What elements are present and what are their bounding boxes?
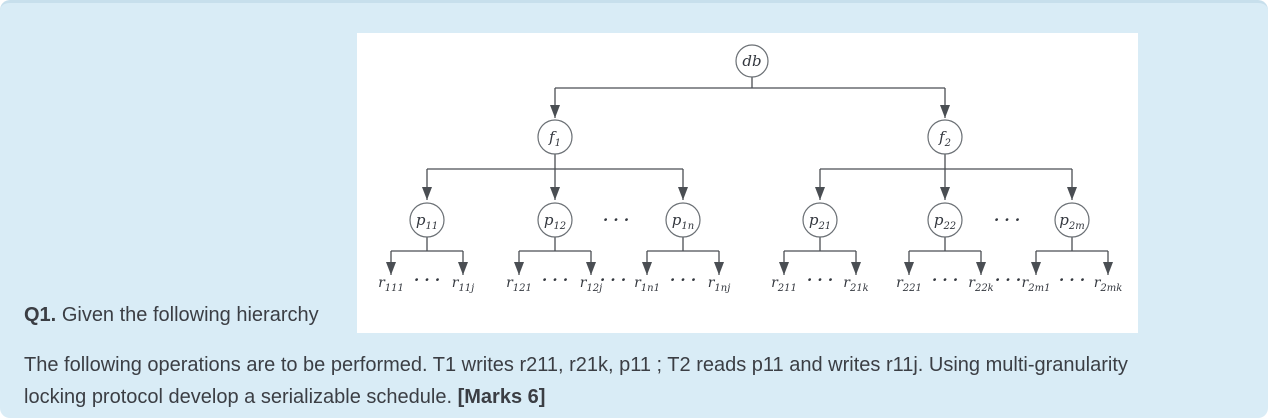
leaf-record-label: r2m1 xyxy=(1022,275,1051,294)
question-number: Q1. xyxy=(24,304,57,326)
leaf-record-label: r121 xyxy=(506,275,532,294)
leaf-record-label: r221 xyxy=(896,275,922,294)
leaf-record-label: r21k xyxy=(843,275,869,294)
leaf-record-label: r1n1 xyxy=(634,275,660,294)
leaf-record-label: r11j xyxy=(452,275,475,294)
leaf-ellipsis: · · · xyxy=(1059,271,1085,289)
leaf-record-label: r22k xyxy=(968,275,994,294)
leaf-record-label: r111 xyxy=(378,275,404,294)
leaf-record-label: r2mk xyxy=(1094,275,1123,294)
question-intro-text: Given the following hierarchy xyxy=(61,304,319,326)
leaf-ellipsis: · · · xyxy=(414,271,440,289)
node-level-ellipsis: · · · xyxy=(603,211,629,229)
leaf-record-label: r211 xyxy=(771,275,797,294)
leaf-ellipsis: · · · xyxy=(932,271,958,289)
leaf-group-ellipsis: · · · xyxy=(995,271,1021,289)
tree-node-label-db: db xyxy=(742,52,761,70)
leaf-ellipsis: · · · xyxy=(542,271,568,289)
question-body-line2-text: locking protocol develop a serializable … xyxy=(24,386,458,408)
leaf-ellipsis: · · · xyxy=(807,271,833,289)
question-body: The following operations are to be perfo… xyxy=(24,349,1128,413)
marks-label: [Marks 6] xyxy=(457,386,546,408)
leaf-record-label: r12j xyxy=(580,275,603,294)
leaf-record-label: r1nj xyxy=(708,275,731,294)
leaf-group-ellipsis: · · · xyxy=(600,271,626,289)
question-intro-line: Q1. Given the following hierarchy xyxy=(24,304,319,327)
question-body-line1: The following operations are to be perfo… xyxy=(24,354,1128,376)
leaf-ellipsis: · · · xyxy=(670,271,696,289)
node-level-ellipsis: · · · xyxy=(994,211,1020,229)
question-body-line2: locking protocol develop a serializable … xyxy=(24,381,1128,413)
